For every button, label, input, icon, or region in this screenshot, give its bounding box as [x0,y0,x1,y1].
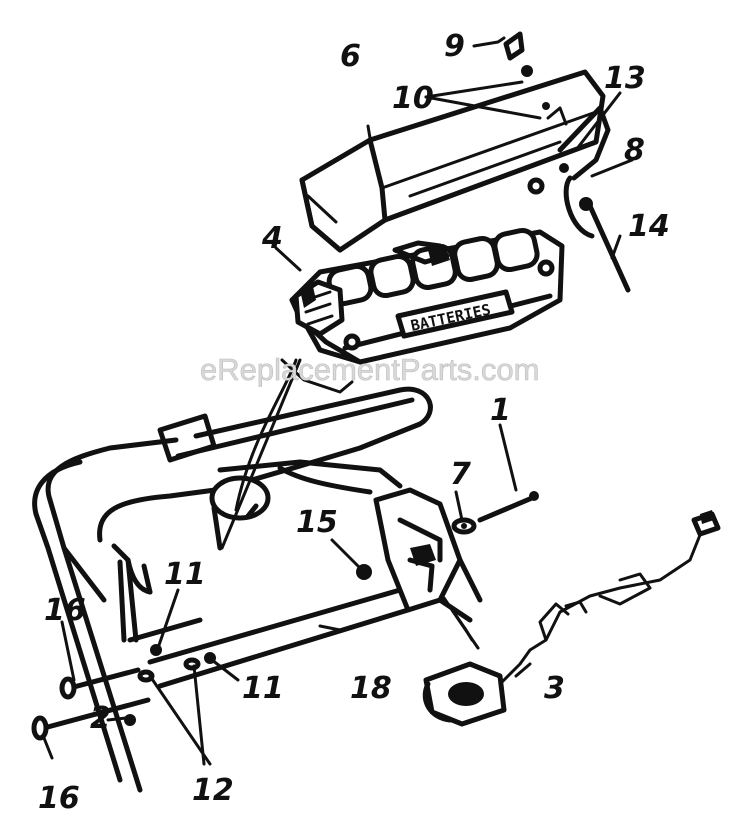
callout-12: 12 [192,773,234,808]
callout-11-lower: 11 [242,671,284,706]
battery-charger [422,510,721,727]
callout-9: 9 [444,29,465,64]
callout-2: 2 [90,701,111,736]
callout-8: 8 [624,133,645,168]
callout-11-upper: 11 [164,557,206,592]
screw-1-and-washer-7 [451,491,539,535]
fasteners-left [31,644,216,741]
callout-6: 6 [340,39,361,74]
watermark: eReplacementParts.com [200,352,539,387]
mower-frame [32,358,483,793]
callout-16-upper: 16 [44,593,86,628]
callout-10: 10 [392,81,434,116]
callout-16-lower: 16 [38,781,80,816]
battery-tray: BATTERIES [289,227,565,365]
callout-4: 4 [261,221,283,256]
callout-7: 7 [450,457,471,492]
callout-14: 14 [628,209,670,244]
leader-lines [42,36,634,766]
callout-15: 15 [296,505,338,540]
callout-1: 1 [490,393,511,428]
screw-9 [503,31,533,77]
battery-cover [299,69,606,253]
callout-3: 3 [544,671,565,706]
wire-bracket [527,102,631,293]
callout-13: 13 [604,61,646,96]
callout-18: 18 [350,671,392,706]
